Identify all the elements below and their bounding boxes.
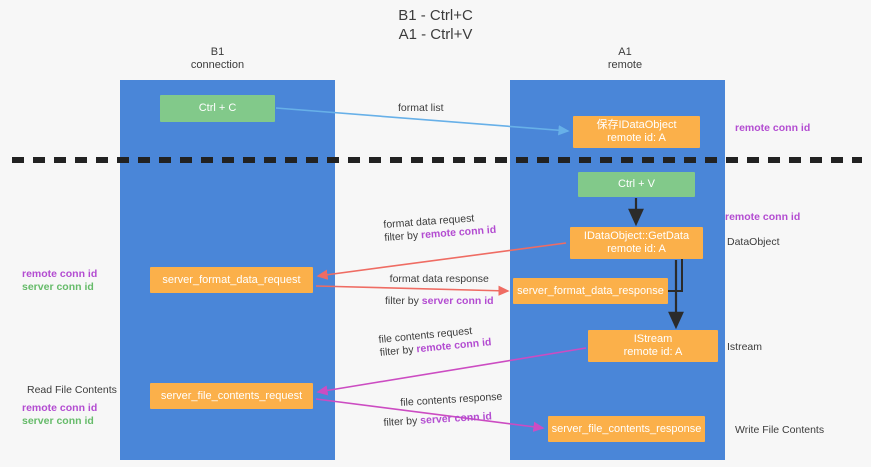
filter-prefix: filter by [383, 414, 421, 429]
node-server-format-data-request[interactable]: server_format_data_request [150, 267, 313, 293]
filter-key-server-conn-id: server conn id [421, 295, 494, 307]
node-idataobject-label: 保存IDataObject [596, 119, 677, 131]
annotation-left-remote-conn-id-2: remote conn id [22, 402, 98, 414]
node-istream[interactable]: IStream remote id: A [588, 330, 718, 362]
column-header-a1: A1 remote [550, 46, 700, 72]
annotation-left-server-conn-id: server conn id [22, 281, 94, 293]
node-idataobject-getdata-label: IDataObject::GetData [583, 230, 690, 242]
node-ctrl-v[interactable]: Ctrl + V [578, 172, 695, 197]
edge-file-contents-request [316, 347, 587, 396]
node-idataobject-getdata[interactable]: IDataObject::GetData remote id: A [570, 227, 703, 259]
annotation-istream: Istream [727, 341, 763, 353]
annotation-left-conn-ids: remote conn id server conn id [22, 268, 97, 294]
column-header-a1-name: A1 [618, 46, 632, 58]
annotation-read-file-contents: Read File Contents [27, 384, 117, 396]
filter-prefix: filter by [383, 229, 422, 244]
filter-prefix: filter by [385, 295, 422, 307]
node-idataobject-sub: remote id: A [607, 132, 666, 144]
annotation-left-conn-ids-2: remote conn id server conn id [22, 402, 97, 428]
annotation-left-remote-conn-id: remote conn id [22, 268, 98, 280]
node-server-file-contents-response[interactable]: server_file_contents_response [548, 416, 705, 442]
node-ctrl-c-label: Ctrl + C [198, 102, 237, 114]
node-idataobject-getdata-sub: remote id: A [607, 243, 666, 255]
diagram-title: B1 - Ctrl+C A1 - Ctrl+V [0, 6, 871, 44]
filter-prefix: filter by [379, 343, 417, 359]
edge-file-contents-response [315, 398, 545, 432]
node-istream-sub: remote id: A [623, 346, 683, 358]
node-ctrl-c[interactable]: Ctrl + C [160, 95, 275, 122]
annotation-remote-conn-id-mid: remote conn id [725, 211, 801, 223]
annotation-left-server-conn-id-2: server conn id [22, 415, 94, 427]
node-server-format-data-response-label: server_format_data_response [517, 284, 664, 297]
node-ctrl-v-label: Ctrl + V [618, 178, 655, 190]
edge-format-data-request [316, 242, 567, 280]
title-line-1: B1 - Ctrl+C [398, 7, 473, 24]
column-header-a1-sub: remote [607, 59, 643, 71]
edge-label-format-list: format list [398, 102, 444, 115]
node-idataobject[interactable]: 保存IDataObject remote id: A [573, 116, 700, 148]
node-server-file-contents-request[interactable]: server_file_contents_request [150, 383, 313, 409]
edge-label-format-data-response-filter: filter by server conn id [385, 295, 494, 308]
edge-label-format-data-response: format data response filter by server co… [385, 273, 494, 308]
node-server-format-data-request-label: server_format_data_request [162, 273, 301, 286]
column-header-b1: B1 connection [150, 46, 285, 72]
node-server-file-contents-request-label: server_file_contents_request [160, 389, 303, 402]
edge-label-format-data-response-text: format data response [389, 273, 489, 285]
edge-label-format-list-text: format list [398, 102, 444, 114]
node-server-file-contents-response-label: server_file_contents_response [551, 422, 702, 435]
annotation-write-file-contents: Write File Contents [735, 424, 825, 436]
column-header-b1-name: B1 [210, 46, 225, 58]
column-header-b1-sub: connection [190, 59, 245, 71]
annotation-dataobject: DataObject [727, 236, 780, 248]
edge-format-list [275, 107, 570, 136]
edge-format-data-response [315, 285, 510, 296]
title-line-2: A1 - Ctrl+V [398, 26, 473, 43]
node-istream-label: IStream [633, 333, 673, 345]
annotation-remote-conn-id-top: remote conn id [735, 122, 811, 134]
node-server-format-data-response[interactable]: server_format_data_response [513, 278, 668, 304]
